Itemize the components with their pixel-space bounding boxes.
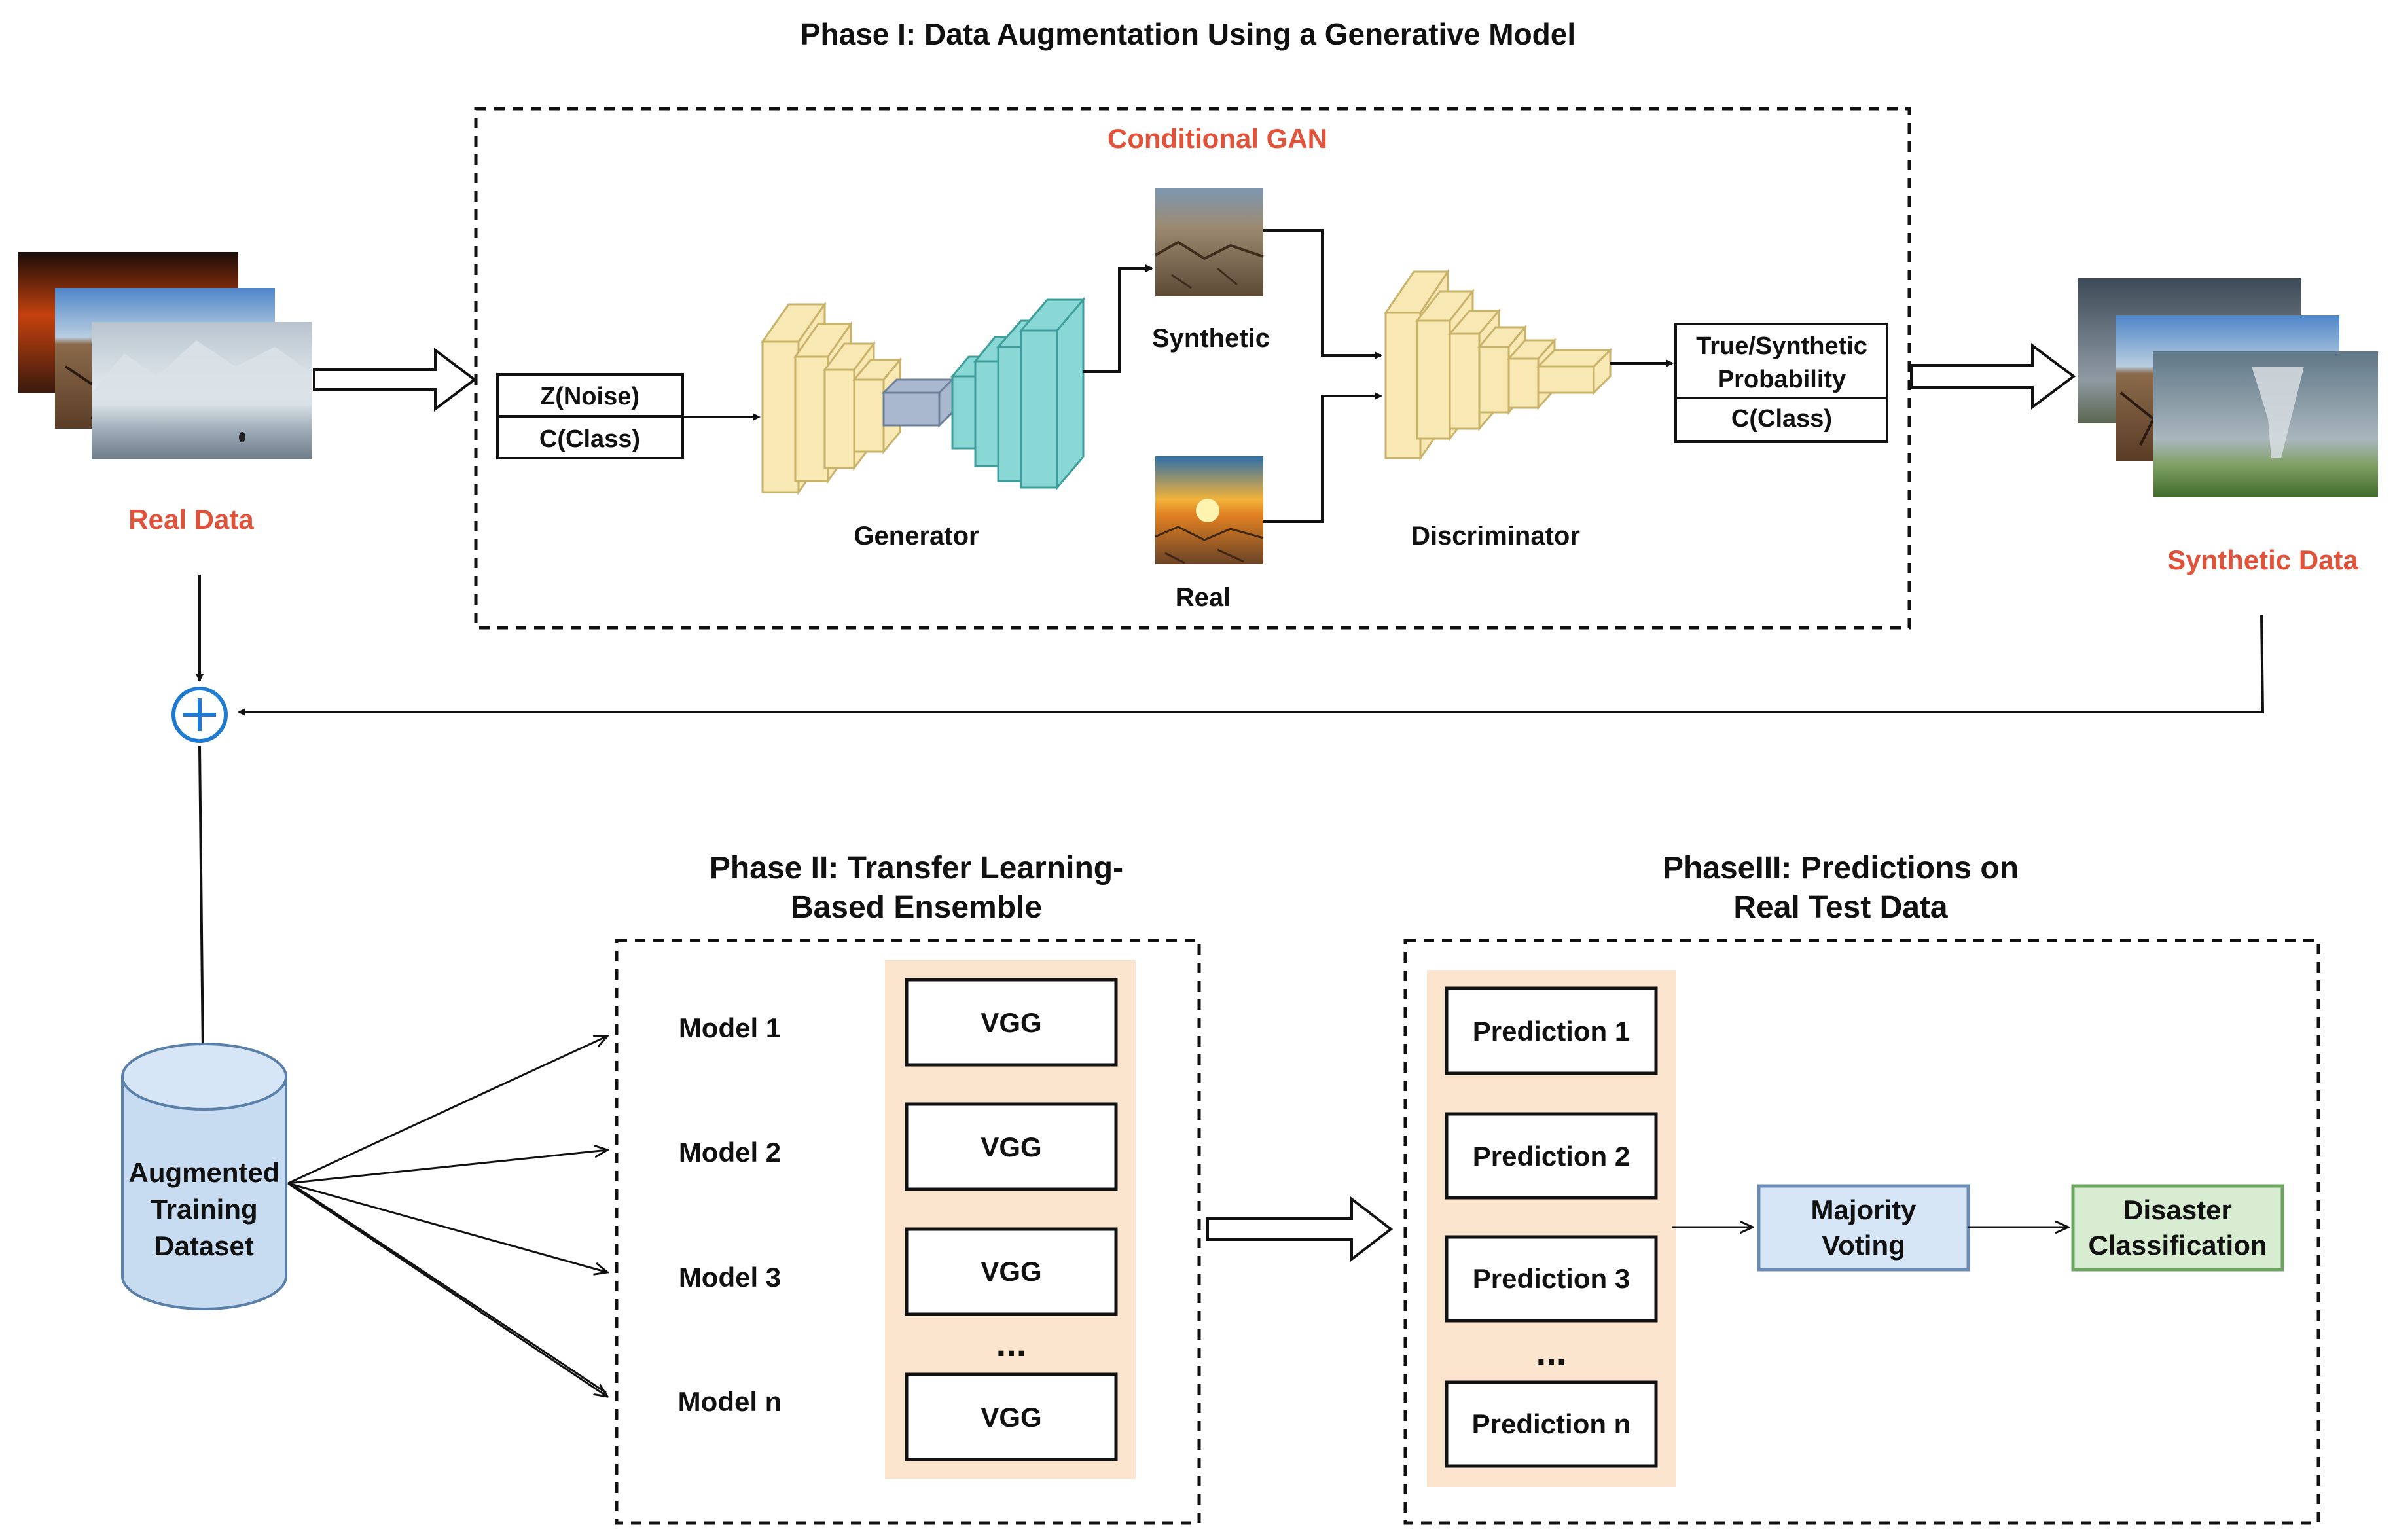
phase2-title-line1: Phase II: Transfer Learning- (710, 851, 1123, 886)
vgg-label-1: VGG (981, 1007, 1041, 1038)
arrow-real-to-discriminator (1263, 392, 1382, 523)
vgg-box-1 (905, 978, 1118, 1067)
prediction-box-3 (1445, 1235, 1658, 1323)
prediction-ellipsis: ... (1536, 1331, 1567, 1372)
prediction-1-label: Prediction 1 (1473, 1016, 1630, 1047)
arrow-generator-to-synthetic (1083, 264, 1153, 373)
disaster-classification-box (2071, 1184, 2284, 1272)
phase3-title-line1: PhaseIII: Predictions on (1663, 851, 2019, 886)
phase3-title-line2: Real Test Data (1733, 890, 1948, 925)
prediction-box-2 (1445, 1112, 1658, 1200)
vgg-box-3 (905, 1227, 1118, 1316)
classification-line2: Classification (2088, 1230, 2267, 1261)
prediction-2-label: Prediction 2 (1473, 1141, 1630, 1172)
phase3-frame (1403, 939, 2320, 1525)
merge-plus-icon (171, 687, 228, 743)
real-data-label: Real Data (128, 504, 254, 535)
discriminator-label: Discriminator (1411, 522, 1580, 550)
block-arrow-phase2-to-phase3 (1206, 1196, 1394, 1262)
vgg-label-3: VGG (981, 1256, 1041, 1287)
dataset-to-models-arrows (287, 1036, 607, 1397)
generator-network (761, 296, 1086, 495)
input-noise: Z(Noise) (540, 383, 639, 410)
dataset-label-2: Training (151, 1194, 257, 1225)
conditional-gan-frame (474, 107, 1911, 630)
majority-voting-line2: Voting (1822, 1230, 1905, 1261)
majority-voting-line1: Majority (1810, 1194, 1917, 1225)
arrow-merge-to-dataset (198, 745, 207, 1055)
phase2-frame (615, 939, 1201, 1525)
block-arrow-gan-to-synthetic (1910, 343, 2076, 410)
output-class: C(Class) (1731, 405, 1832, 433)
prediction-box-n (1445, 1380, 1658, 1468)
vgg-box-n (905, 1372, 1118, 1461)
block-arrow-real-to-gan (313, 348, 477, 412)
generator-label: Generator (854, 522, 979, 550)
real-label: Real (1176, 583, 1231, 612)
output-box (1674, 323, 1888, 443)
input-class: C(Class) (539, 425, 640, 453)
synthetic-data-images (2078, 278, 2378, 497)
real-sample-image (1155, 456, 1264, 564)
model-2-label: Model 2 (679, 1137, 781, 1168)
majority-voting-box (1757, 1184, 1970, 1272)
output-true-synthetic: True/Synthetic (1696, 332, 1867, 360)
classification-line1: Disaster (2123, 1194, 2232, 1225)
prediction-n-label: Prediction n (1472, 1408, 1631, 1439)
model-1-label: Model 1 (679, 1012, 781, 1043)
vgg-ellipsis: ... (996, 1323, 1027, 1364)
prediction-box-1 (1445, 986, 1658, 1075)
arrow-synthetic-to-merge (238, 615, 2265, 716)
arrow-synthetic-to-discriminator (1263, 229, 1382, 359)
discriminator-network (1384, 268, 1613, 461)
model-3-label: Model 3 (679, 1262, 781, 1293)
prediction-3-label: Prediction 3 (1473, 1263, 1630, 1294)
output-probability: Probability (1718, 366, 1846, 393)
phase2-title-line2: Based Ensemble (791, 890, 1042, 925)
synthetic-sample-image (1155, 188, 1264, 296)
conditional-gan-label: Conditional GAN (1107, 123, 1327, 154)
model-n-label: Model n (678, 1386, 782, 1417)
dataset-label-3: Dataset (154, 1230, 254, 1261)
dataset-label-1: Augmented (129, 1157, 280, 1188)
vgg-label-2: VGG (981, 1132, 1041, 1162)
vgg-box-2 (905, 1102, 1118, 1191)
synthetic-label: Synthetic (1152, 324, 1270, 353)
phase1-title: Phase I: Data Augmentation Using a Gener… (801, 17, 1576, 51)
vgg-label-n: VGG (981, 1402, 1041, 1433)
augmented-dataset-cylinder (121, 1043, 287, 1310)
synthetic-data-label: Synthetic Data (2167, 545, 2358, 575)
real-data-images (18, 252, 312, 459)
